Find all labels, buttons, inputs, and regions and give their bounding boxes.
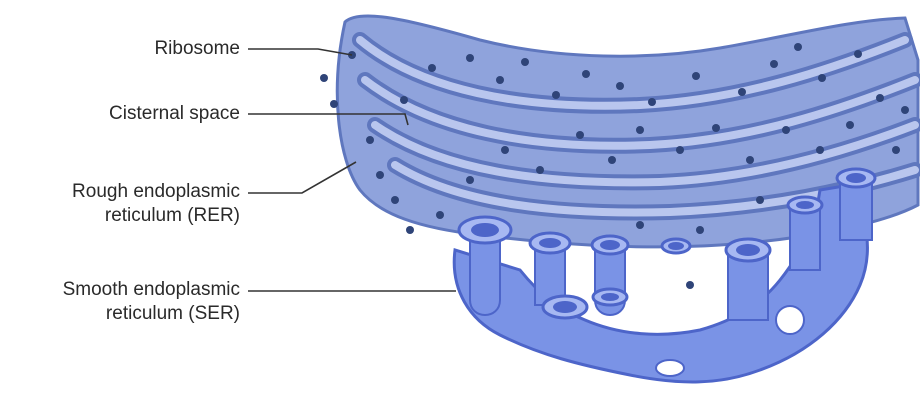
ribosome-text: Ribosome: [154, 37, 240, 61]
label-ser: Smooth endoplasmic reticulum (SER): [63, 278, 240, 326]
ser-line1: Smooth endoplasmic: [63, 278, 240, 302]
cisternal-space-text: Cisternal space: [109, 102, 240, 126]
ser-line2: reticulum (SER): [63, 302, 240, 326]
rer-line1: Rough endoplasmic: [72, 180, 240, 204]
label-rer: Rough endoplasmic reticulum (RER): [72, 180, 240, 228]
rer-line2: reticulum (RER): [72, 204, 240, 228]
label-cisternal-space: Cisternal space: [109, 102, 240, 126]
label-ribosome: Ribosome: [154, 37, 240, 61]
